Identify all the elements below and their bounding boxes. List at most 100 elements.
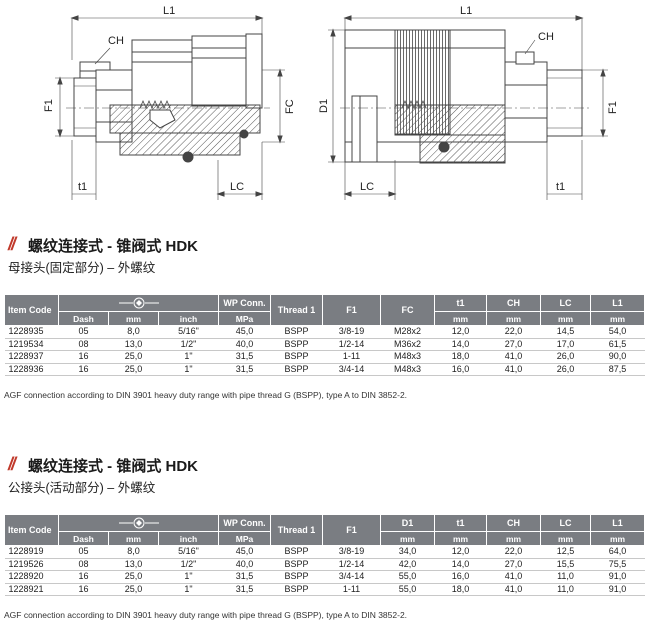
cell: 18,0 <box>434 350 487 364</box>
section-heading: // 螺纹连接式 - 锥阀式 HDK 公接头(活动部分) – 外螺纹 <box>0 452 650 496</box>
cell: 34,0 <box>380 545 435 559</box>
footnote: AGF connection according to DIN 3901 hea… <box>4 610 408 620</box>
cell: 1228920 <box>4 570 59 584</box>
section-subtitle: 母接头(固定部分) – 外螺纹 <box>8 261 156 275</box>
cell: BSPP <box>270 583 323 596</box>
cell: 41,0 <box>486 570 541 584</box>
coupling-icon <box>118 517 159 529</box>
cell: 31,5 <box>218 363 271 376</box>
cell: 55,0 <box>380 570 435 584</box>
cell: 40,0 <box>218 558 271 571</box>
subheader-t1-mm: mm <box>434 531 488 546</box>
cell: 1228921 <box>4 583 59 596</box>
cell: 8,0 <box>108 325 159 339</box>
header-ch: CH <box>486 514 542 532</box>
cell: 3/8-19 <box>322 325 381 339</box>
cell: 17,0 <box>540 338 591 351</box>
header-l1: L1 <box>590 514 646 532</box>
header-ch: CH <box>486 294 542 312</box>
cell: 55,0 <box>380 583 435 596</box>
cell: 11,0 <box>540 570 591 584</box>
cell: 14,5 <box>540 325 591 339</box>
cell: 1-11 <box>322 350 381 364</box>
cell: 16,0 <box>434 570 487 584</box>
header-d1: D1 <box>380 514 436 532</box>
female-coupling-section: // 螺纹连接式 - 锥阀式 HDK 母接头(固定部分) – 外螺纹 Item … <box>0 232 650 400</box>
label-t1-right: t1 <box>556 181 565 193</box>
cell: 1/2" <box>158 338 219 351</box>
cell: 1-11 <box>322 583 381 596</box>
title-mark: // <box>8 234 16 254</box>
cell: BSPP <box>270 558 323 571</box>
cell: 1228919 <box>4 545 59 559</box>
cell: BSPP <box>270 545 323 559</box>
header-lc: LC <box>540 294 592 312</box>
subheader-dash: Dash <box>58 311 109 326</box>
subheader-l1-mm: mm <box>590 531 646 546</box>
cell: 41,0 <box>486 363 541 376</box>
header-wp-conn: WP Conn. <box>218 514 272 532</box>
cell: 25,0 <box>108 570 159 584</box>
header-thread: Thread 1 <box>270 294 324 326</box>
spec-table-male: Item Code WP Conn. Thread 1 F1 D1 t1 CH … <box>4 514 646 596</box>
subheader-mpa: MPa <box>218 531 272 546</box>
cell: 22,0 <box>486 325 541 339</box>
cell: M48x3 <box>380 363 435 376</box>
cell: 16 <box>58 570 109 584</box>
cell: 05 <box>58 325 109 339</box>
cell: 45,0 <box>218 545 271 559</box>
cell: 12,5 <box>540 545 591 559</box>
cell: 31,5 <box>218 583 271 596</box>
subheader-mm: mm <box>108 531 159 546</box>
cell: 1" <box>158 350 219 364</box>
cell: 3/8-19 <box>322 545 381 559</box>
cell: 1" <box>158 583 219 596</box>
cell: 1/2-14 <box>322 558 381 571</box>
cell: 16 <box>58 363 109 376</box>
cell: 5/16" <box>158 545 219 559</box>
label-l1-left: L1 <box>163 5 175 17</box>
cell: 1" <box>158 570 219 584</box>
male-coupling-section: // 螺纹连接式 - 锥阀式 HDK 公接头(活动部分) – 外螺纹 Item … <box>0 452 650 620</box>
coupling-icon <box>118 297 159 309</box>
cell: 14,0 <box>434 558 487 571</box>
cell: 91,0 <box>590 570 645 584</box>
label-ch-right: CH <box>538 31 554 43</box>
cell: 8,0 <box>108 545 159 559</box>
cell: M48x3 <box>380 350 435 364</box>
header-l1: L1 <box>590 294 646 312</box>
label-d1: D1 <box>318 99 330 113</box>
cell: 41,0 <box>486 350 541 364</box>
cell: 12,0 <box>434 325 487 339</box>
spec-table-female: Item Code WP Conn. Thread 1 F1 FC t1 CH … <box>4 294 646 376</box>
cell: 16,0 <box>434 363 487 376</box>
cell: 64,0 <box>590 545 645 559</box>
cell: 54,0 <box>590 325 645 339</box>
cell: M28x2 <box>380 325 435 339</box>
cell: 08 <box>58 558 109 571</box>
subheader-lc-mm: mm <box>540 311 592 326</box>
subheader-inch: inch <box>157 311 220 326</box>
section-title: 螺纹连接式 - 锥阀式 HDK <box>28 238 198 255</box>
cell: 27,0 <box>486 338 541 351</box>
subheader-l1-mm: mm <box>590 311 646 326</box>
subheader-dash: Dash <box>58 531 109 546</box>
cell: 31,5 <box>218 350 271 364</box>
cell: 42,0 <box>380 558 435 571</box>
subheader-mpa: MPa <box>218 311 272 326</box>
header-wp-conn: WP Conn. <box>218 294 272 312</box>
subheader-mm: mm <box>108 311 159 326</box>
header-t1: t1 <box>434 514 488 532</box>
subheader-ch-mm: mm <box>486 311 542 326</box>
footnote: AGF connection according to DIN 3901 hea… <box>4 390 408 400</box>
cell: 1228935 <box>4 325 59 339</box>
cell: BSPP <box>270 350 323 364</box>
title-mark: // <box>8 454 16 474</box>
cell: 87,5 <box>590 363 645 376</box>
cell: 12,0 <box>434 545 487 559</box>
cell: 13,0 <box>108 338 159 351</box>
